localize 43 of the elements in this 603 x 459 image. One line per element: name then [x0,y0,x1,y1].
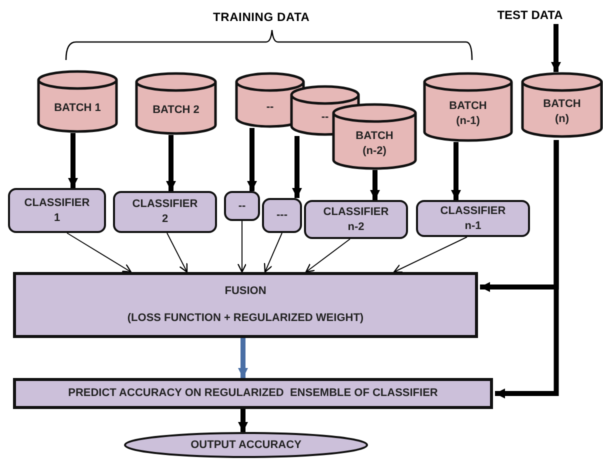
arrow [292,136,302,198]
process-box [8,188,106,233]
node-text: OUTPUT ACCURACY [190,438,302,452]
node-text: PREDICT ACCURACY ON REGULARIZED ENSEMBLE OF CLASSIFIER [68,386,438,401]
arrow [238,409,248,432]
process-box [224,191,260,221]
node-text: TEST DATA [497,7,563,24]
arrow [66,232,132,273]
arrow [166,232,188,273]
arrow [237,220,247,273]
node-text: BATCH (n-2) [356,128,394,158]
node-text: CLASSIFIER n-1 [440,204,506,234]
node-text: BATCH (n) [543,97,581,127]
node-text: FUSION [224,284,266,299]
arrow [247,128,257,191]
arrow [264,232,282,273]
group-label: TRAINING DATA [213,9,310,26]
process-box [13,378,493,409]
process-box [13,272,478,338]
process-box [304,200,408,239]
arrow [495,140,559,398]
arrow [166,135,176,191]
arrow [68,133,78,188]
arrow [370,170,380,200]
arrow [238,338,248,378]
node-text: BATCH 1 [54,101,101,116]
process-box [113,191,217,233]
node-text: --- [276,208,288,223]
arrow [393,236,468,273]
arrow [551,24,561,72]
node-text: -- [238,198,246,214]
node-text: BATCH (n-1) [449,99,487,129]
node-text: BATCH 2 [152,103,200,118]
node-text: (LOSS FUNCTION + REGULARIZED WEIGHT) [127,311,364,326]
arrow [451,142,461,200]
node-text: -- [266,100,274,114]
process-box [262,198,302,233]
process-box [416,200,530,237]
arrow [305,238,350,273]
node-text: -- [321,110,329,125]
node-text: CLASSIFIER n-2 [323,204,389,234]
node-text: CLASSIFIER 1 [24,196,90,226]
node-text: CLASSIFIER 2 [132,197,198,227]
